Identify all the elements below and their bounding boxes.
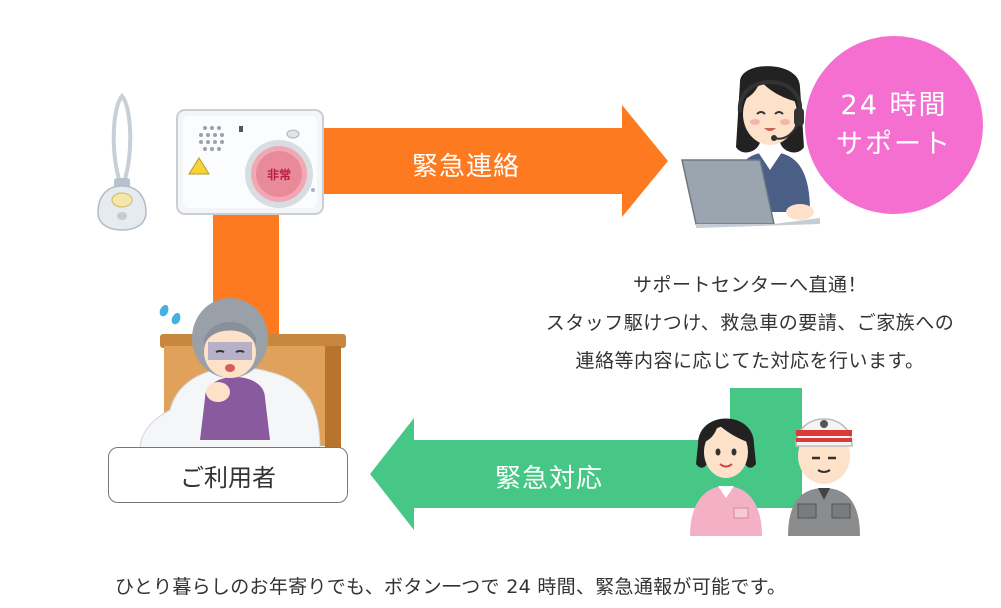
pendant-remote-icon (97, 92, 147, 231)
description-line-3: 連絡等内容に応じてた対応を行います。 (575, 350, 925, 372)
support-badge-line1: 24 時間 (840, 89, 948, 121)
user-label: ご利用者 (180, 463, 276, 492)
support-badge: 24 時間 サポート (805, 36, 983, 214)
emergency-response-label: 緊急対応 (495, 464, 604, 494)
footer-note: ひとり暮らしのお年寄りでも、ボタン一つで 24 時間、緊急通報が可能です。 (115, 576, 787, 598)
emergency-button-label: 非常 (267, 167, 291, 182)
elderly-user-illustration (139, 298, 346, 451)
emergency-device: 非常 (176, 109, 324, 215)
service-description: サポートセンターへ直通！ スタッフ駆けつけ、救急車の要請、ご家族への 連絡等内容… (500, 266, 1000, 380)
responders-illustration (690, 418, 860, 536)
description-line-1: サポートセンターへ直通！ (632, 274, 867, 296)
operator-illustration (681, 66, 820, 228)
emergency-contact-label: 緊急連絡 (412, 152, 521, 182)
description-line-2: スタッフ駆けつけ、救急車の要請、ご家族への (545, 312, 955, 334)
support-badge-line2: サポート (836, 129, 952, 160)
user-label-box: ご利用者 (108, 447, 348, 503)
